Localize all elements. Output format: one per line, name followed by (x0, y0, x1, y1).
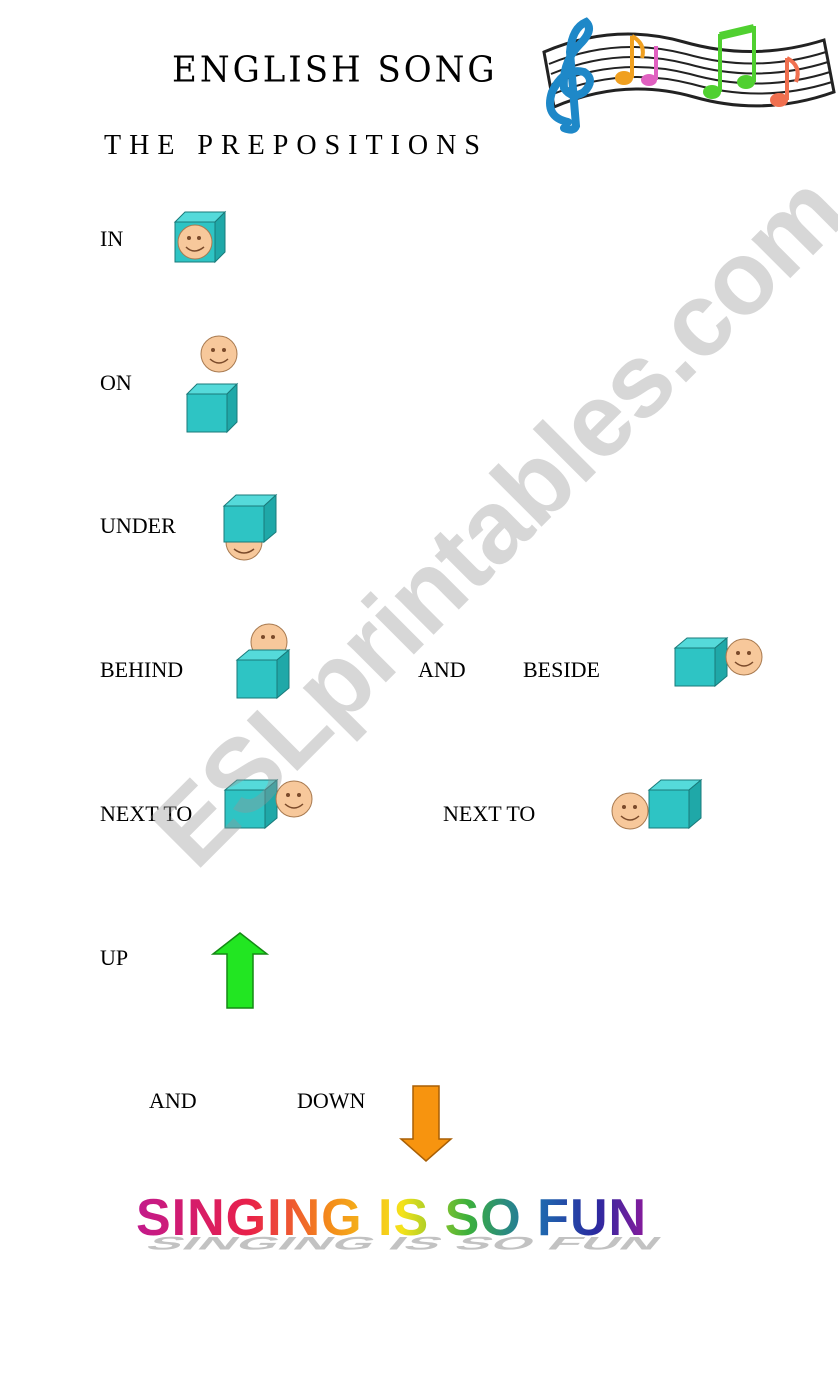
label-next-to-right: NEXT TO (443, 801, 536, 826)
slogan-text: SINGING IS SO FUN (136, 1189, 648, 1247)
label-and-1: AND (418, 657, 466, 682)
under-illustration (222, 493, 279, 564)
label-in: IN (100, 226, 124, 251)
up-arrow-icon (210, 932, 270, 1010)
label-up: UP (100, 945, 129, 970)
label-beside: BESIDE (523, 657, 600, 682)
music-notes-image (524, 17, 838, 134)
behind-illustration (235, 623, 292, 700)
next-to-right-illustration (611, 778, 703, 832)
label-and-2: AND (149, 1088, 197, 1113)
page-subtitle: THE PREPOSITIONS (104, 130, 488, 161)
label-behind: BEHIND (100, 657, 184, 682)
beside-illustration (673, 636, 766, 690)
down-arrow-icon (399, 1085, 453, 1163)
next-to-left-illustration (223, 778, 316, 832)
song-title: ENGLISH SONG (172, 49, 498, 91)
label-under: UNDER (100, 513, 176, 538)
label-on: ON (100, 370, 132, 395)
label-next-to-left: NEXT TO (100, 801, 193, 826)
slogan-wordart: SINGING IS SO FUN SINGING IS SO FUN (126, 1188, 746, 1258)
label-down: DOWN (297, 1088, 366, 1113)
in-illustration (173, 210, 229, 266)
on-illustration (185, 335, 242, 434)
